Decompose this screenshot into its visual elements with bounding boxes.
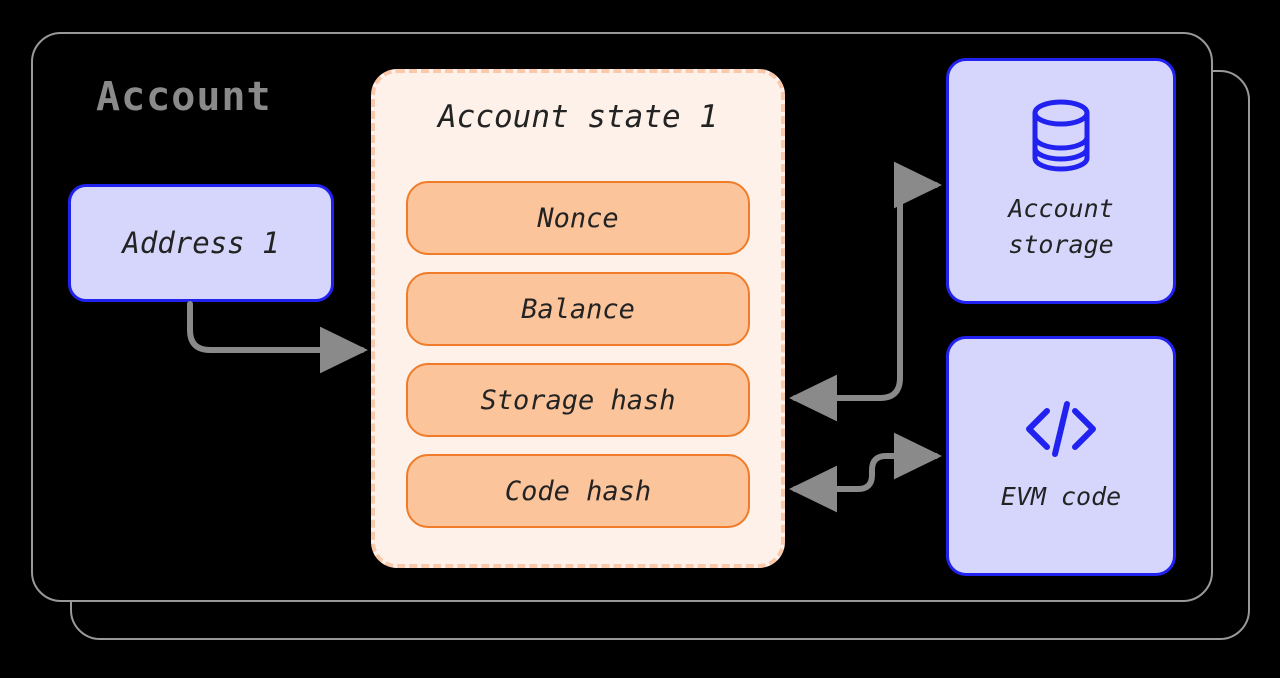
field-label: Storage hash: [480, 384, 676, 416]
field-balance[interactable]: Balance: [406, 272, 750, 346]
evm-code-box[interactable]: EVM code: [946, 336, 1176, 576]
account-storage-label: Account storage: [1008, 193, 1114, 259]
field-nonce[interactable]: Nonce: [406, 181, 750, 255]
address-box[interactable]: Address 1: [68, 184, 334, 302]
account-storage-box[interactable]: Account storage: [946, 58, 1176, 304]
account-state-box: Account state 1 Nonce Balance Storage ha…: [371, 69, 785, 568]
field-code-hash[interactable]: Code hash: [406, 454, 750, 528]
page-title: Account: [96, 74, 272, 120]
field-label: Code hash: [504, 475, 652, 507]
code-icon: [1021, 397, 1101, 465]
field-label: Nonce: [537, 202, 619, 234]
database-icon: [1030, 99, 1092, 177]
field-label: Balance: [521, 293, 635, 325]
account-state-field-list: Nonce Balance Storage hash Code hash: [406, 181, 750, 528]
field-storage-hash[interactable]: Storage hash: [406, 363, 750, 437]
account-state-title: Account state 1: [438, 99, 718, 135]
address-label: Address 1: [122, 226, 280, 260]
evm-code-label: EVM code: [1000, 481, 1122, 511]
